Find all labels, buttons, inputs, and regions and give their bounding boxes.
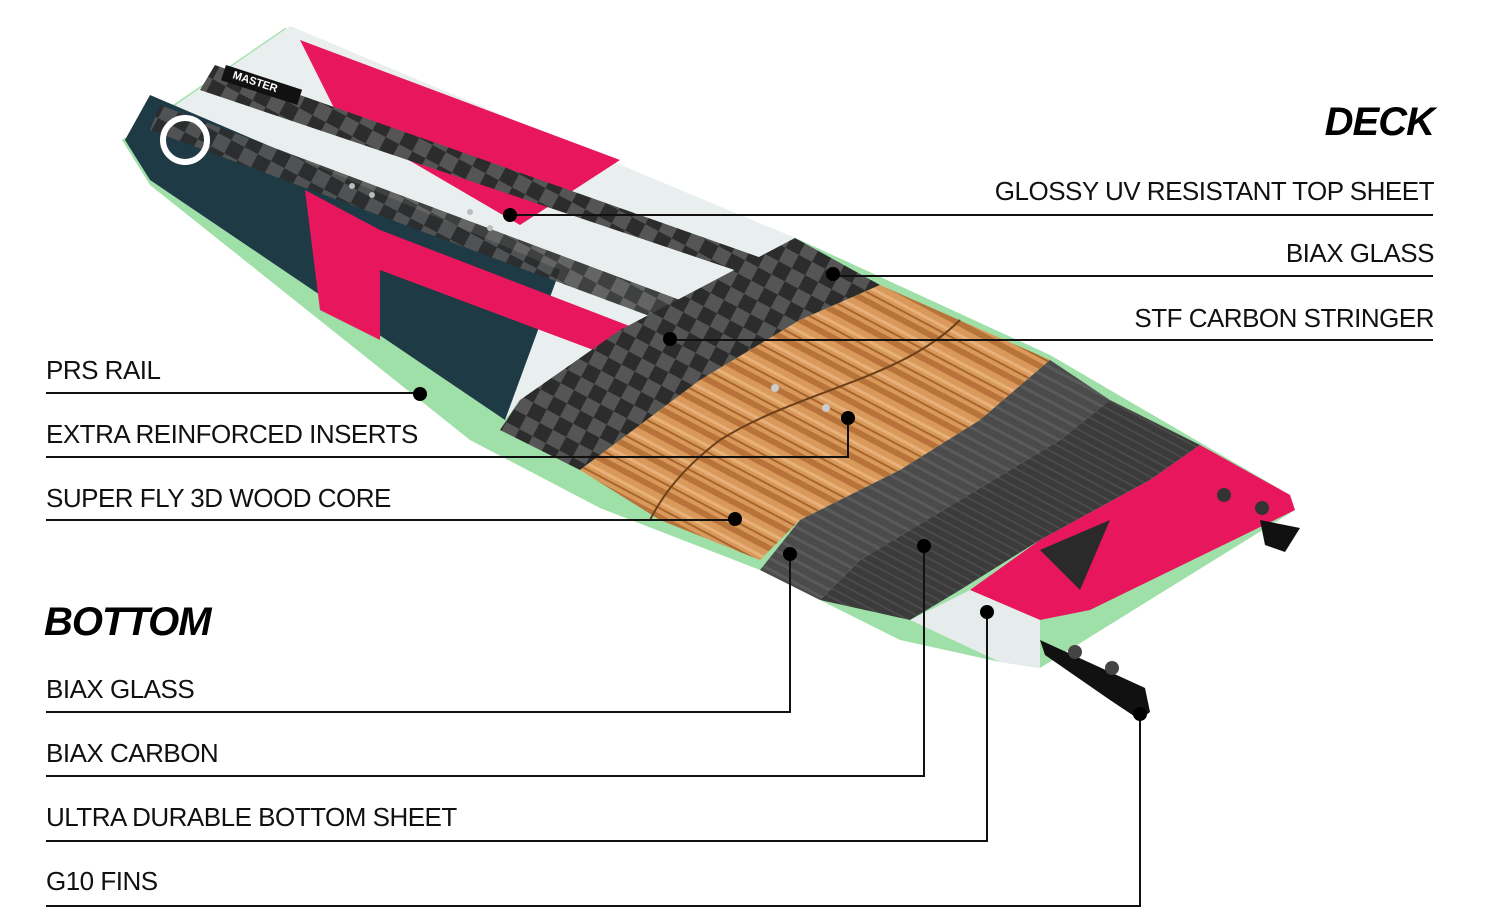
leader-lines (46, 214, 1433, 907)
dot-bottom-sheet (980, 605, 994, 619)
deck-pink-graphic-top (300, 40, 620, 225)
label-wood-core: SUPER FLY 3D WOOD CORE (46, 483, 391, 513)
model-name-plate (221, 64, 303, 105)
dot-bottom-biax-glass (783, 547, 797, 561)
insert-dot-5 (467, 209, 473, 215)
biax-glass-layer (500, 238, 880, 470)
dot-inserts (841, 411, 855, 425)
fin-screw-2 (1105, 661, 1119, 675)
deck-carbon-stringer-1 (200, 65, 790, 282)
wood-core-layer (580, 285, 1050, 560)
bottom-sheet-layer (970, 445, 1295, 620)
dot-stf-carbon-stringer (663, 332, 677, 346)
label-top-sheet: GLOSSY UV RESISTANT TOP SHEET (994, 176, 1435, 206)
fin-screw-1 (1068, 645, 1082, 659)
insert-dot-6 (487, 225, 493, 231)
wood-core-contour (649, 319, 961, 521)
insert-dot-3 (349, 183, 355, 189)
bottom-sheet-white (910, 590, 1040, 668)
label-bottom-biax-carbon: BIAX CARBON (46, 738, 219, 768)
leader-g10-fins (46, 714, 1141, 907)
insert-screw-2 (1255, 501, 1269, 515)
dot-wood-core (728, 512, 742, 526)
bottom-logo-mark (1040, 520, 1110, 590)
leader-bottom-biax-glass (46, 554, 791, 713)
deck-pink-diagonal (380, 230, 640, 360)
leader-bottom-sheet (46, 612, 988, 842)
dot-top-sheet (503, 208, 517, 222)
label-bottom-biax-glass: BIAX GLASS (46, 674, 195, 704)
insert-dot-2 (822, 404, 830, 412)
insert-dot-1 (771, 384, 779, 392)
dot-g10-fins (1133, 707, 1147, 721)
deck-pink-graphic-mid (305, 190, 380, 340)
deck-heading: DECK (1324, 100, 1435, 144)
label-prs-rail: PRS RAIL (46, 355, 161, 385)
dot-deck-biax-glass (826, 267, 840, 281)
leader-inserts (46, 418, 849, 458)
deck-carbon-stringer-2 (150, 105, 680, 320)
bottom-biax-glass-layer (760, 360, 1110, 600)
dot-prs-rail (413, 387, 427, 401)
bottom-biax-carbon-layer (820, 400, 1200, 620)
label-deck-biax-glass: BIAX GLASS (1285, 238, 1435, 268)
label-g10-fins: G10 FINS (46, 866, 158, 896)
g10-fin (1040, 640, 1150, 720)
leader-bottom-biax-carbon (46, 546, 925, 777)
label-inserts: EXTRA REINFORCED INSERTS (46, 419, 418, 449)
brand-logo-icon (160, 115, 210, 165)
insert-screw-1 (1217, 488, 1231, 502)
dot-bottom-biax-carbon (917, 539, 931, 553)
label-stf-carbon-stringer: STF CARBON STRINGER (1134, 303, 1434, 333)
label-bottom-sheet: ULTRA DURABLE BOTTOM SHEET (46, 802, 457, 832)
tail-fin (1260, 520, 1300, 552)
leader-dots (413, 208, 1147, 721)
bottom-heading: BOTTOM (44, 600, 212, 644)
insert-dot-4 (369, 192, 375, 198)
